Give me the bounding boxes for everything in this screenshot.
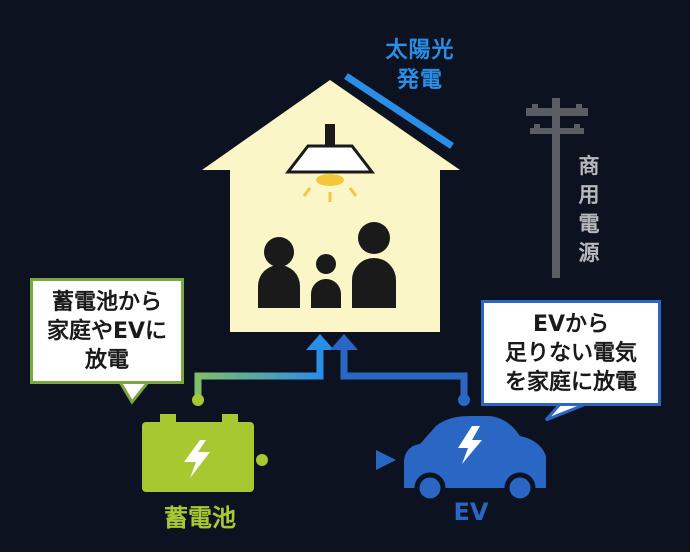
- lightning-icon: [458, 426, 482, 464]
- battery-icon: [142, 414, 254, 492]
- ev-callout: EVから 足りない電気 を家庭に放電: [481, 300, 661, 406]
- battery-label: 蓄電池: [164, 504, 236, 532]
- moon-icon: [57, 58, 126, 129]
- callout-line: EVから: [532, 311, 610, 337]
- arrow-icon: [192, 334, 334, 406]
- lamp-icon: [284, 124, 376, 202]
- callout-line: 足りない電気: [504, 340, 637, 366]
- arrow-icon: [256, 450, 396, 470]
- utility-pole-icon: [526, 98, 588, 278]
- callout-line: 家庭やEVに: [46, 318, 168, 344]
- solar-panel-icon: [344, 73, 454, 149]
- grid-power-label: 商 用 電 源: [574, 152, 604, 268]
- callout-line: を家庭に放電: [504, 369, 637, 395]
- house-icon: [202, 80, 460, 332]
- solar-power-label: 太陽光 発電: [372, 36, 468, 96]
- solar-label-line2: 発電: [396, 68, 443, 93]
- callout-line: 放電: [84, 347, 129, 373]
- bubble-tail-right: [544, 402, 587, 422]
- grid-label-char: 用: [578, 183, 600, 207]
- grid-label-char: 源: [578, 241, 600, 265]
- battery-callout: 蓄電池から 家庭やEVに 放電: [30, 278, 184, 384]
- bubble-tail-left: [117, 380, 152, 405]
- family-icon: [258, 222, 396, 308]
- ev-label: EV: [453, 498, 489, 526]
- grid-label-char: 商: [578, 154, 600, 178]
- solar-label-line1: 太陽光: [385, 38, 455, 63]
- lightning-icon: [184, 440, 210, 478]
- arrow-icon: [330, 334, 470, 406]
- callout-line: 蓄電池から: [51, 289, 162, 315]
- grid-label-char: 電: [578, 212, 600, 236]
- car-icon: [404, 416, 546, 504]
